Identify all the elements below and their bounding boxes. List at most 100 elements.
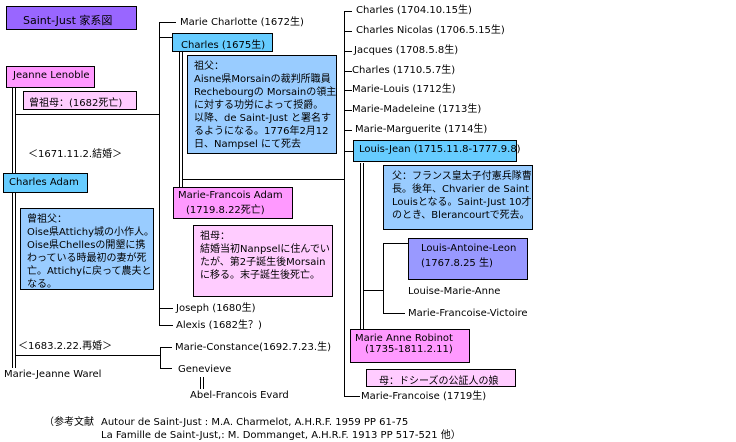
- note-line: 日、Nampsel にて死去: [194, 139, 302, 150]
- note-line: 亡。Attichyに戻って農夫と: [27, 266, 152, 277]
- person-jacques[interactable]: Jacques (1708.5.8生): [354, 45, 459, 56]
- line: [344, 110, 352, 111]
- person-dates: (1735-1811.2.11): [365, 344, 453, 355]
- line: [159, 22, 176, 23]
- person-abel-francois-evard[interactable]: Abel-Francois Evard: [190, 390, 289, 401]
- line: [344, 11, 352, 12]
- line: [363, 290, 383, 291]
- person-joseph[interactable]: Joseph (1680生): [176, 303, 256, 314]
- person-genevieve[interactable]: Genevieve: [178, 364, 232, 375]
- note-line: に移る。末子誕生後死亡。: [200, 270, 320, 281]
- person-charles-adam[interactable]: Charles Adam: [3, 173, 88, 193]
- person-marie-anne-robinot[interactable]: Marie Anne Robinot (1735-1811.2.11): [350, 329, 470, 363]
- note-line: 祖父：: [194, 61, 224, 72]
- note-grandfather: 祖父： Aisne県Morsainの裁判所職員 Rechebourgの Mors…: [187, 55, 337, 154]
- note-line: のとき、Blerancourtで死去。: [392, 210, 530, 221]
- person-louis-jean[interactable]: Louis-Jean (1715.11.8-1777.9.8): [353, 140, 521, 162]
- line: [159, 325, 173, 326]
- person-name: Louis-Jean (1715.11.8-1777.9.8): [359, 144, 521, 155]
- note-text: 母：ドシーズの公証人の娘: [379, 376, 499, 387]
- line: [160, 368, 172, 369]
- note-line: なる。: [27, 279, 57, 290]
- marriage-2-label: ＜1683.2.22.再婚＞: [18, 341, 113, 352]
- person-charles-1710[interactable]: Charles (1710.5.7生): [352, 65, 456, 76]
- person-marie-charlotte[interactable]: Marie Charlotte (1672生): [180, 17, 304, 28]
- person-name: Marie Anne Robinot: [355, 333, 453, 344]
- note-mother: 母：ドシーズの公証人の娘: [366, 369, 516, 387]
- line: [203, 377, 204, 389]
- note-line: 結婚当初Nanpselに住んでい: [200, 244, 330, 255]
- note-line: わっている時最初の妻が死: [27, 253, 147, 264]
- line: [159, 37, 172, 38]
- person-charles-1704[interactable]: Charles (1704.10.15生): [356, 5, 472, 16]
- reference-1: Autour de Saint-Just : M.A. Charmelot, A…: [101, 417, 409, 428]
- line: [159, 308, 173, 309]
- person-marie-francois-adam[interactable]: Marie-Francois Adam (1719.8.22死亡): [173, 187, 293, 219]
- person-name: Jeanne Lenoble: [13, 70, 90, 81]
- note-line: Rechebourgの Morsainの領主: [194, 87, 337, 98]
- line: [182, 50, 183, 188]
- note-line: Aisne県Morsainの裁判所職員: [194, 74, 331, 85]
- chart-title-text: Saint-Just 家系図: [23, 14, 113, 27]
- line: [383, 243, 408, 244]
- note-line: 曾祖父：: [27, 214, 67, 225]
- line: [344, 130, 352, 131]
- person-marie-francoise-victoire[interactable]: Marie-Francoise-Victoire: [408, 308, 528, 319]
- person-alexis[interactable]: Alexis (1682生？): [176, 320, 262, 331]
- line: [360, 163, 361, 329]
- person-marie-louis[interactable]: Marie-Louis (1712生): [352, 84, 456, 95]
- note-father: 父：フランス皇太子付憲兵隊曹 長。後年、Chvarier de Saint Lo…: [383, 165, 533, 230]
- person-marie-madeleine[interactable]: Marie-Madeleine (1713生): [352, 104, 482, 115]
- note-line: 長。後年、Chvarier de Saint: [392, 184, 529, 195]
- note-line: Oise県Attichy城の小作人。: [27, 227, 155, 238]
- note-grandmother: 祖母： 結婚当初Nanpselに住んでい たが、第2子誕生後Morsain に移…: [193, 225, 333, 297]
- chart-title: Saint-Just 家系図: [6, 6, 137, 30]
- person-louise-marie-anne[interactable]: Louise-Marie-Anne: [408, 286, 501, 297]
- person-marie-constance[interactable]: Marie-Constance(1692.7.23.生): [175, 342, 331, 353]
- line: [344, 71, 352, 72]
- note-line: 祖母：: [200, 231, 230, 242]
- line: [383, 313, 405, 314]
- person-jeanne-lenoble[interactable]: Jeanne Lenoble: [6, 66, 95, 88]
- line: [383, 243, 384, 313]
- person-name: Marie-Francois Adam: [178, 190, 283, 201]
- references-label: （参考文献: [44, 417, 94, 428]
- person-marie-jeanne-warel[interactable]: Marie-Jeanne Warel: [4, 369, 102, 380]
- person-dates: (1767.8.25 生): [421, 258, 493, 269]
- line: [15, 355, 160, 356]
- line: [344, 11, 345, 396]
- line: [159, 22, 160, 325]
- person-marie-francoise-1719[interactable]: Marie-Francoise (1719生): [361, 391, 487, 402]
- person-name: Charles Adam: [9, 177, 79, 188]
- marriage-1-label: ＜1671.11.2.結婚＞: [28, 149, 123, 160]
- line: [344, 151, 354, 152]
- note-line: Oise県Chellesの開墾に携: [27, 240, 146, 251]
- line: [15, 86, 16, 368]
- person-marie-marguerite[interactable]: Marie-Marguerite (1714生): [355, 124, 488, 135]
- person-dates: (1719.8.22死亡): [186, 205, 265, 216]
- note-text: 曾祖母：(1682死亡): [29, 98, 123, 109]
- reference-2: La Famille de Saint-Just,: M. Dommanget,…: [101, 430, 461, 441]
- person-charles-nicolas[interactable]: Charles Nicolas (1706.5.15生): [356, 25, 505, 36]
- note-great-grandfather: 曾祖父： Oise県Attichy城の小作人。 Oise県Chellesの開墾に…: [20, 208, 154, 290]
- line: [200, 377, 201, 389]
- person-charles-1675[interactable]: Charles (1675生): [172, 33, 273, 52]
- line: [344, 90, 352, 91]
- line: [12, 86, 13, 368]
- note-line: 以降、de Saint-Just と署名す: [194, 113, 331, 124]
- line: [182, 179, 344, 180]
- line: [363, 163, 364, 329]
- note-line: 父：フランス皇太子付憲兵隊曹: [392, 171, 532, 182]
- note-line: たが、第2子誕生後Morsain: [200, 257, 326, 268]
- note-line: るようになる。1776年2月12: [194, 126, 329, 137]
- line: [344, 396, 360, 397]
- line: [179, 50, 180, 188]
- note-line: に対する功労によって授爵。: [194, 100, 324, 111]
- line: [15, 114, 159, 115]
- person-name: Louis-Antoine-Leon: [421, 243, 517, 254]
- line: [160, 347, 172, 348]
- note-great-grandmother: 曾祖母：(1682死亡): [23, 91, 137, 110]
- person-louis-antoine-leon[interactable]: Louis-Antoine-Leon (1767.8.25 生): [408, 238, 528, 280]
- person-name: Charles (1675生): [181, 40, 266, 51]
- line: [160, 347, 161, 369]
